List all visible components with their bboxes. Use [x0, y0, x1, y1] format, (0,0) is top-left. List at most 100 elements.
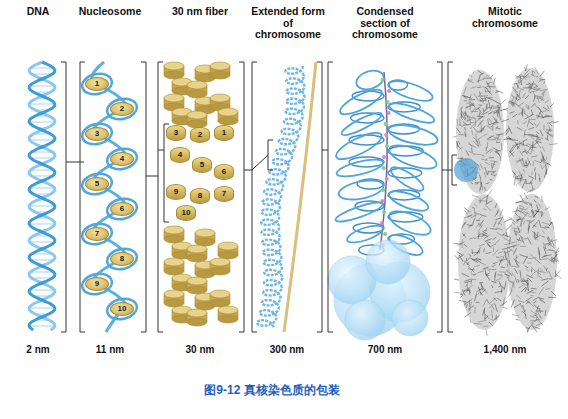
chromatin-strand [501, 285, 506, 289]
chromatin-strand [541, 94, 544, 101]
chromatin-strand [528, 121, 533, 125]
chromatin-strand [503, 307, 508, 308]
chromatin-strand [522, 311, 527, 315]
chromatin-strand [486, 82, 490, 90]
chromatin-strand [481, 215, 487, 217]
chromatin-strand [497, 111, 498, 117]
fiber-cylinder-top [218, 108, 238, 116]
chromatin-strand [473, 127, 479, 133]
chromatin-strand [474, 323, 483, 325]
chromatin-strand [493, 107, 501, 108]
chromatin-strand [496, 228, 503, 230]
chromatin-strand [545, 207, 550, 209]
chromatin-loop [335, 156, 385, 180]
chromatin-strand [482, 98, 486, 99]
chromatin-strand [493, 148, 499, 151]
chromatin-strand [484, 309, 485, 314]
chromatin-strand [498, 252, 503, 254]
chromatin-strand [486, 97, 494, 101]
chromatin-strand [555, 270, 556, 277]
chromatin-strand [486, 205, 491, 211]
chromatin-strand [524, 193, 528, 199]
fiber-cylinder-top [195, 229, 215, 237]
chromatin-strand [491, 163, 496, 164]
fiber-nucleosome: 5 [192, 157, 212, 173]
chromatin-strand [540, 268, 544, 271]
scaffold-protein [387, 89, 391, 93]
chromatin-strand [478, 120, 483, 127]
chromatin-strand [519, 143, 527, 146]
chromatin-strand [523, 76, 530, 77]
chromatin-strand [519, 205, 523, 207]
chromatin-strand [521, 219, 522, 226]
chromatin-strand [497, 134, 504, 136]
callout-number: 7 [95, 230, 99, 238]
chromatin-strand [501, 266, 505, 268]
callout-number: 6 [222, 168, 226, 176]
callout-number: 1 [95, 80, 99, 88]
chromatin-strand [470, 122, 475, 123]
chromatin-strand [478, 287, 481, 294]
dna-wrap [80, 271, 114, 297]
chromatin-strand [468, 266, 474, 272]
chromatin-strand [475, 134, 477, 143]
scaffold-protein [385, 177, 389, 181]
chromatin-strand [519, 285, 524, 288]
fiber-nucleosome: 10 [176, 205, 196, 221]
bracket [158, 62, 163, 332]
chromatin-strand [526, 268, 530, 271]
chromatin-strand [534, 234, 536, 238]
fiber-cylinder-bottom [218, 117, 238, 125]
chromatin-strand [491, 171, 495, 175]
chromatin-strand [456, 141, 458, 147]
chromatin-strand [534, 160, 541, 163]
chromatin-strand [512, 222, 515, 224]
chromatin-strand [544, 266, 549, 274]
chromatin-strand [531, 288, 537, 290]
chromatin-strand [548, 271, 552, 279]
bracket [239, 62, 244, 332]
chromatin-strand [546, 129, 552, 130]
chromatin-strand [501, 259, 508, 261]
chromatin-strand [470, 126, 472, 129]
chromatin-strand [469, 302, 471, 310]
chromatin-strand [548, 134, 553, 137]
chromatin-strand [525, 104, 527, 106]
chromatin-strand [516, 178, 523, 180]
dna-wrap [105, 296, 139, 322]
chromatin-strand [464, 100, 467, 101]
chromatin-strand [483, 299, 487, 306]
chromatin-strand [540, 79, 545, 80]
nucleosome-disc: 10 [110, 302, 134, 316]
chromatin-strand [483, 78, 492, 79]
base-pair [29, 307, 55, 308]
chromatin-strand [550, 240, 557, 242]
chromatin-strand [467, 262, 468, 265]
chromatin-strand [484, 235, 490, 239]
fiber-cylinder-top [164, 62, 184, 70]
chromatin-strand [545, 245, 546, 250]
chromatin-strand [509, 290, 512, 296]
chromatin-strand [505, 274, 510, 276]
chromatin-strand [470, 111, 478, 113]
chromatin-strand [516, 239, 522, 242]
chromatin-strand [505, 250, 512, 253]
chromatin-strand [469, 238, 473, 239]
chromatin-strand [454, 279, 459, 280]
fiber-nucleosome: 7 [214, 186, 234, 202]
chromatin-strand [489, 298, 496, 304]
chromatin-strand [524, 113, 528, 117]
chromatin-strand [499, 283, 504, 290]
mitotic-chromosome [453, 64, 562, 336]
chromatin-strand [544, 247, 546, 255]
chromatin-strand [479, 120, 484, 125]
chromatin-strand [536, 131, 539, 134]
chromatin-strand [549, 260, 555, 264]
chromatin-strand [471, 87, 476, 89]
chromatin-strand [526, 107, 529, 110]
dimension-label: 1,400 nm [470, 344, 540, 355]
chromatin-strand [483, 326, 489, 328]
chromatin-strand [550, 103, 554, 107]
base-pair [30, 187, 55, 188]
chromatin-strand [468, 80, 474, 83]
